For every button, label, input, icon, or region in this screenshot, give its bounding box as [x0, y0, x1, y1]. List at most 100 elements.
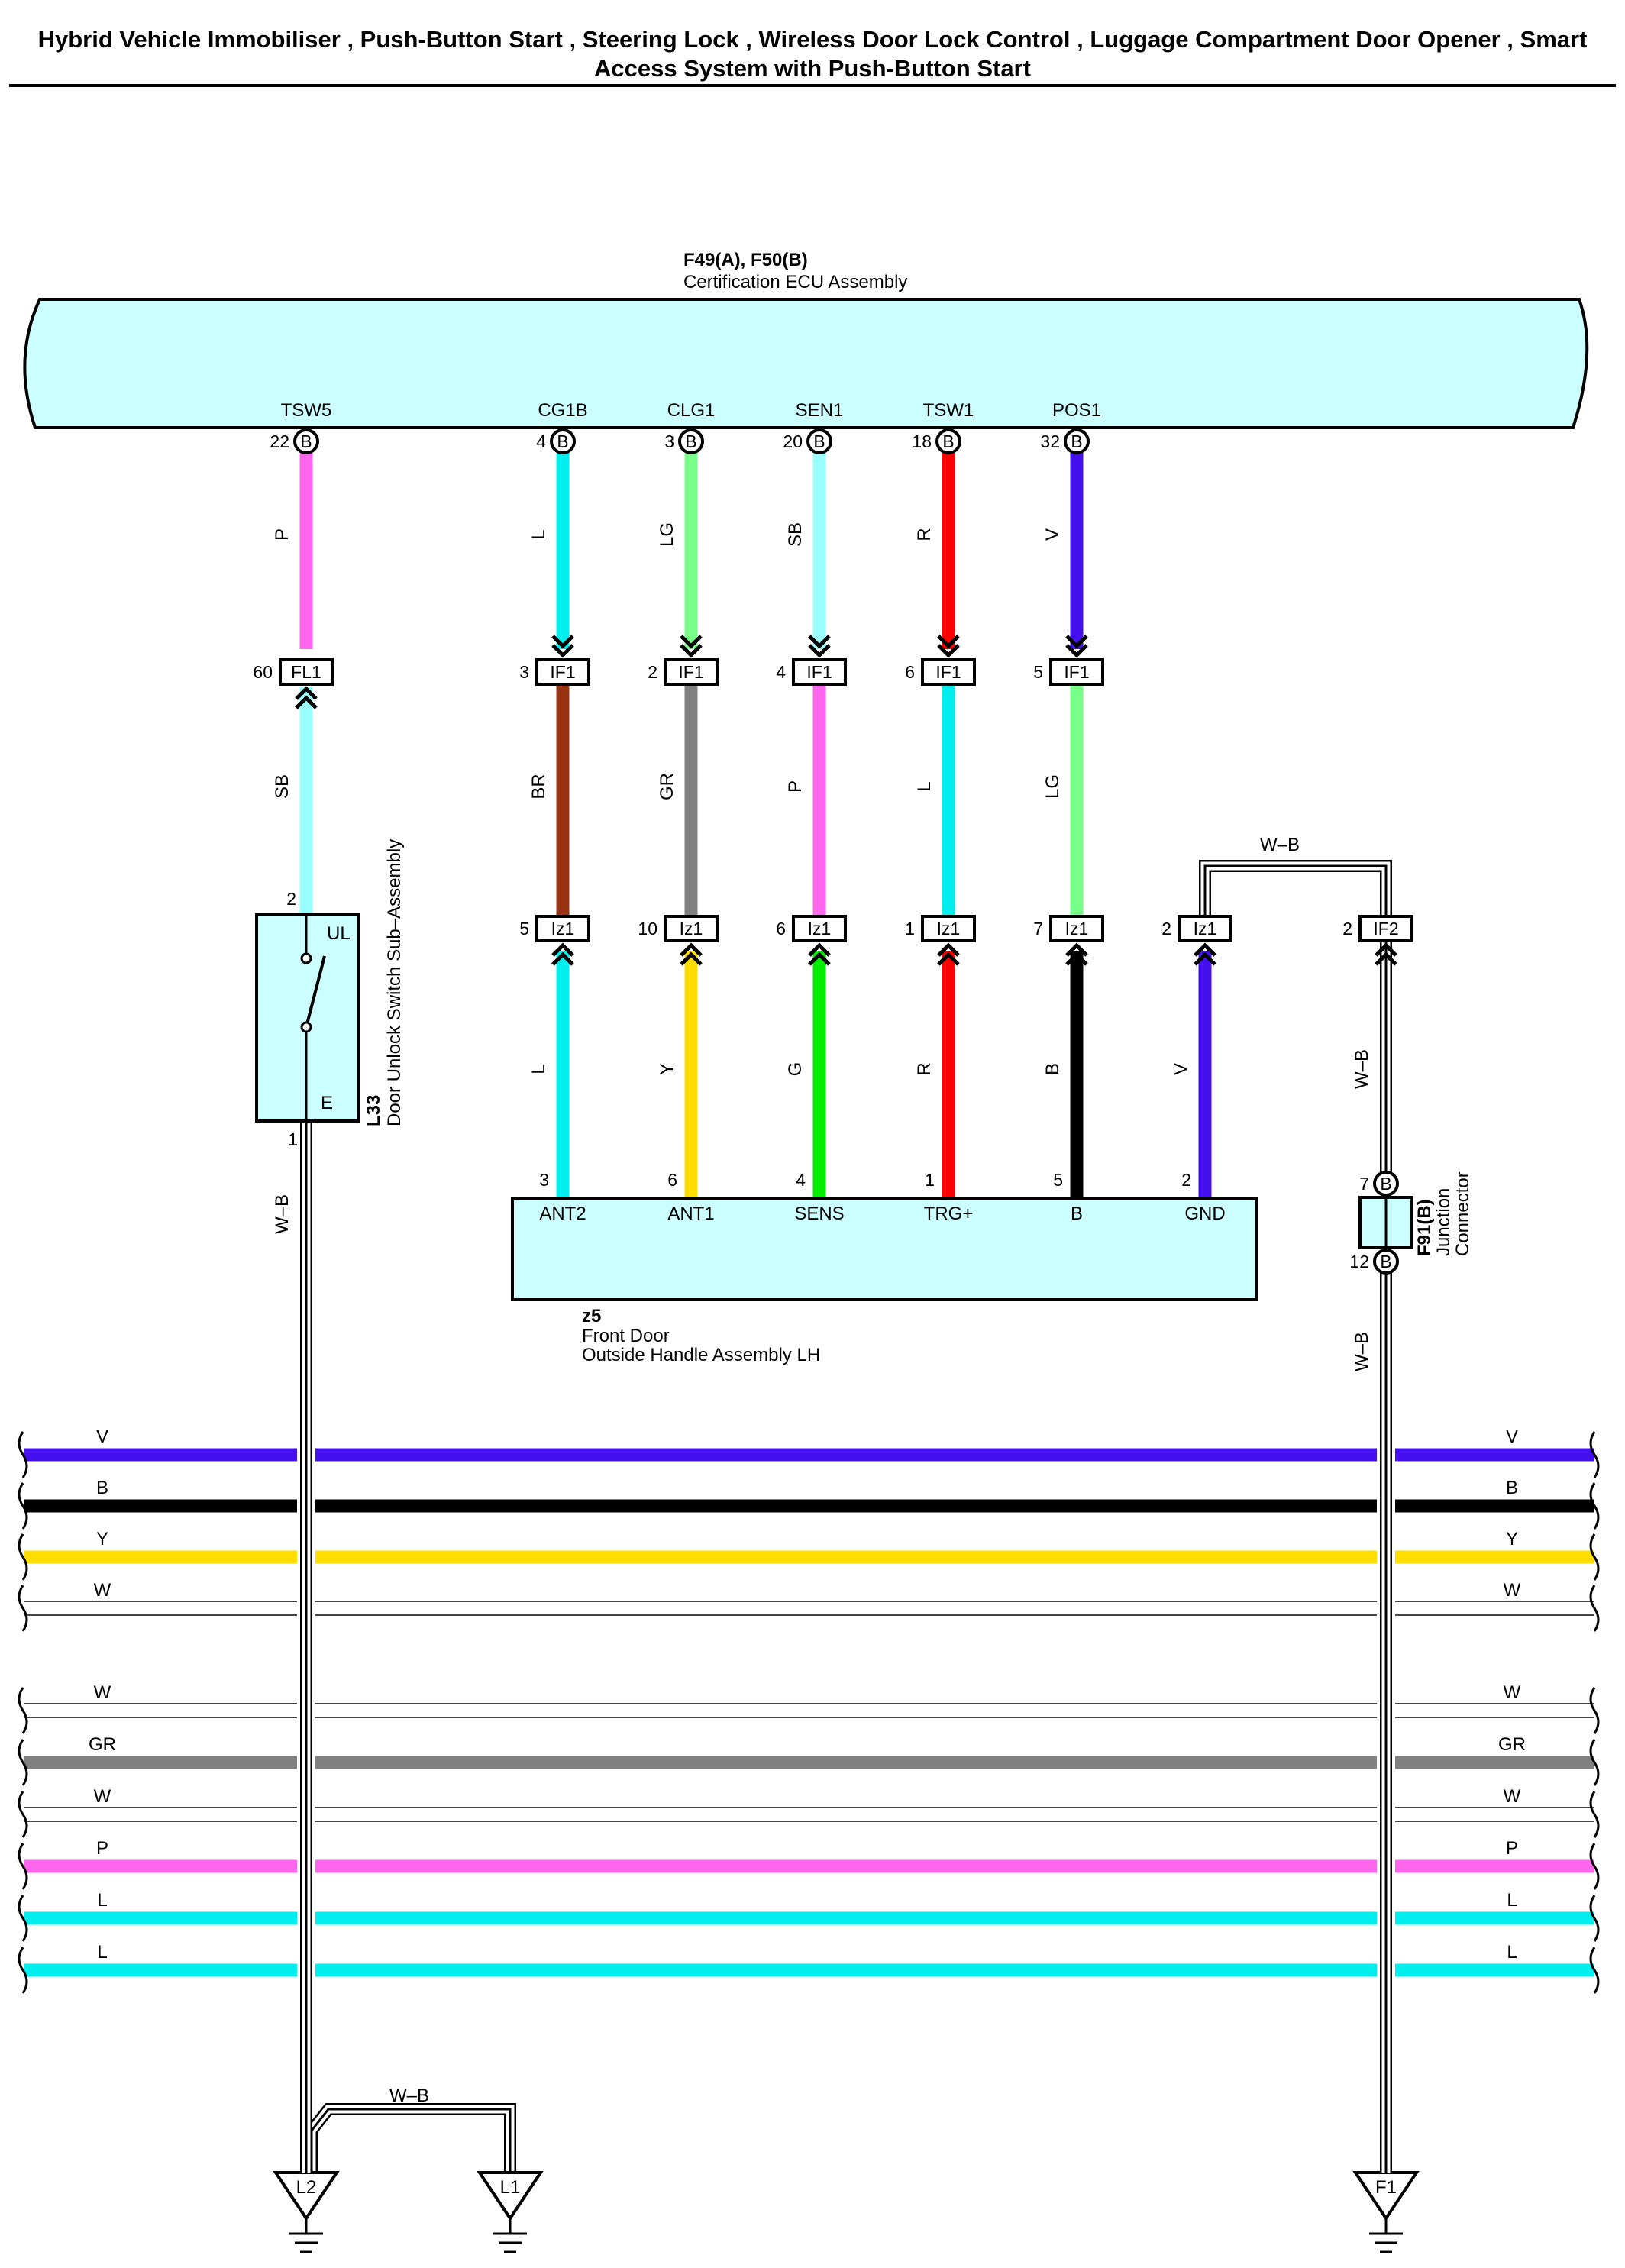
door-pin-3: 3	[539, 1170, 549, 1190]
ecu-pin-32-pin: 32	[1040, 431, 1060, 451]
wire-label-low-2: Y	[657, 1063, 677, 1075]
conn-if1-4-pin: 6	[905, 662, 915, 682]
ecu-pin-4-pin: 4	[536, 431, 546, 451]
chevron-stroke	[937, 942, 960, 957]
break-mark-icon	[18, 1791, 28, 1838]
connector-chevron-icon	[1065, 942, 1088, 966]
ecu-pin-18-letter: B	[942, 431, 954, 451]
bus-label-left-2: Y	[96, 1529, 108, 1549]
door-terminal-3: SENS	[794, 1203, 844, 1224]
break-mark-icon	[18, 1585, 28, 1632]
conn-if1-4-box	[921, 658, 976, 686]
switch-pin-top: 2	[286, 889, 296, 909]
chevron-stroke	[1065, 942, 1088, 957]
ecu-name: Certification ECU Assembly	[683, 272, 907, 292]
conn-iz1-1-label: Iz1	[551, 919, 575, 939]
conn-iz1-gnd-pin: 2	[1161, 919, 1171, 939]
switch-term-top: UL	[327, 923, 351, 944]
conn-if1-5-label: IF1	[1064, 662, 1089, 682]
door-terminal-4: TRG+	[924, 1203, 974, 1224]
wire-label-top-3: SB	[785, 522, 806, 547]
ecu-terminal-tsw5: TSW5	[281, 400, 332, 421]
connector-chevron-icon	[551, 635, 574, 658]
break-mark-icon	[18, 1431, 28, 1478]
door-terminal-5: B	[1071, 1203, 1083, 1224]
break-mark-icon	[1589, 1585, 1600, 1632]
ecu-pin-22-pin: 22	[270, 431, 289, 451]
conn-if2-label: IF2	[1373, 919, 1398, 939]
conn-iz1-3-label: Iz1	[808, 919, 832, 939]
bus-label-right-8: L	[1507, 1890, 1517, 1911]
conn-iz1-3-box	[792, 915, 847, 942]
chevron-stroke	[680, 644, 703, 658]
break-mark-icon	[18, 1895, 28, 1942]
junction-pin-top-circle	[1373, 1171, 1399, 1197]
conn-if1-2-box	[664, 658, 719, 686]
chevron-stroke	[937, 644, 960, 658]
conn-if1-5-pin: 5	[1033, 662, 1043, 682]
wire-label-mid-4: L	[914, 781, 935, 791]
ecu-pin-32-circle	[1064, 428, 1090, 454]
conn-if1-3-pin: 4	[776, 662, 786, 682]
connector-chevron-icon	[1065, 635, 1088, 658]
break-mark-icon	[18, 1687, 28, 1734]
chevron-stroke	[551, 644, 574, 658]
conn-if1-4-label: IF1	[935, 662, 961, 682]
switch-term-bottom: E	[321, 1093, 333, 1113]
conn-iz1-1-pin: 5	[519, 919, 529, 939]
bus-label-left-5: GR	[89, 1734, 116, 1755]
ecu-pin-32-letter: B	[1071, 431, 1082, 451]
break-mark-icon	[1589, 1947, 1600, 1994]
conn-iz1-4-label: Iz1	[937, 919, 961, 939]
ecu-pin-18-circle	[935, 428, 961, 454]
chevron-stroke	[551, 635, 574, 649]
ecu-pin-20-letter: B	[813, 431, 825, 451]
chevron-stroke	[808, 942, 831, 957]
connector-chevron-icon	[295, 686, 318, 709]
wire-label-low-3: G	[785, 1062, 806, 1077]
break-mark-icon	[1589, 1431, 1600, 1478]
door-pin-4: 4	[796, 1170, 806, 1190]
wire-ground-jumper-outline	[305, 2103, 516, 2173]
wire-label-mid-3: P	[785, 780, 806, 793]
conn-if2-pin: 2	[1342, 919, 1352, 939]
connector-chevron-icon	[937, 942, 960, 966]
bus-label-left-4: W	[94, 1682, 111, 1703]
junction-pin-bottom-circle	[1373, 1249, 1399, 1275]
break-mark-icon	[1589, 1687, 1600, 1734]
wire-label-top-0: P	[272, 528, 292, 541]
ecu-terminal-sen1: SEN1	[796, 400, 844, 421]
junction-pin-top-pin: 7	[1359, 1174, 1369, 1194]
break-mark-icon	[1589, 1533, 1600, 1581]
wire-label-if2: W–B	[1352, 1049, 1372, 1089]
ground-label-f1: F1	[1375, 2177, 1397, 2198]
switch-pin-bottom: 1	[288, 1129, 298, 1149]
chevron-stroke	[295, 695, 318, 709]
chevron-stroke	[937, 635, 960, 649]
chevron-stroke	[808, 644, 831, 658]
connector-chevron-icon	[551, 942, 574, 966]
switch-contact-bottom	[300, 1021, 312, 1033]
chevron-stroke	[680, 635, 703, 649]
chevron-stroke	[680, 951, 703, 966]
ecu-pin-4-circle	[550, 428, 576, 454]
ground-label-l2: L2	[296, 2177, 317, 2198]
conn-iz1-5-label: Iz1	[1065, 919, 1089, 939]
door-terminal-1: ANT2	[539, 1203, 586, 1224]
door-pin-1: 1	[925, 1170, 935, 1190]
wire-label-low-4: R	[914, 1062, 935, 1075]
conn-iz1-2-pin: 10	[638, 919, 657, 939]
door-pin-6: 6	[667, 1170, 677, 1190]
diagram-title-line1: Hybrid Vehicle Immobiliser , Push-Button…	[38, 26, 1588, 53]
chevron-stroke	[1065, 644, 1088, 658]
break-mark-icon	[1589, 1739, 1600, 1786]
switch-name: Door Unlock Switch Sub–Assembly	[384, 839, 405, 1126]
bus-label-right-3: W	[1504, 1580, 1521, 1601]
conn-iz1-2-label: Iz1	[680, 919, 703, 939]
bus-label-right-0: V	[1506, 1426, 1518, 1447]
ecu-pin-18-pin: 18	[912, 431, 932, 451]
chevron-stroke	[937, 951, 960, 966]
switch-blade-icon	[305, 955, 326, 1028]
wire-label-top-1: L	[528, 529, 549, 539]
